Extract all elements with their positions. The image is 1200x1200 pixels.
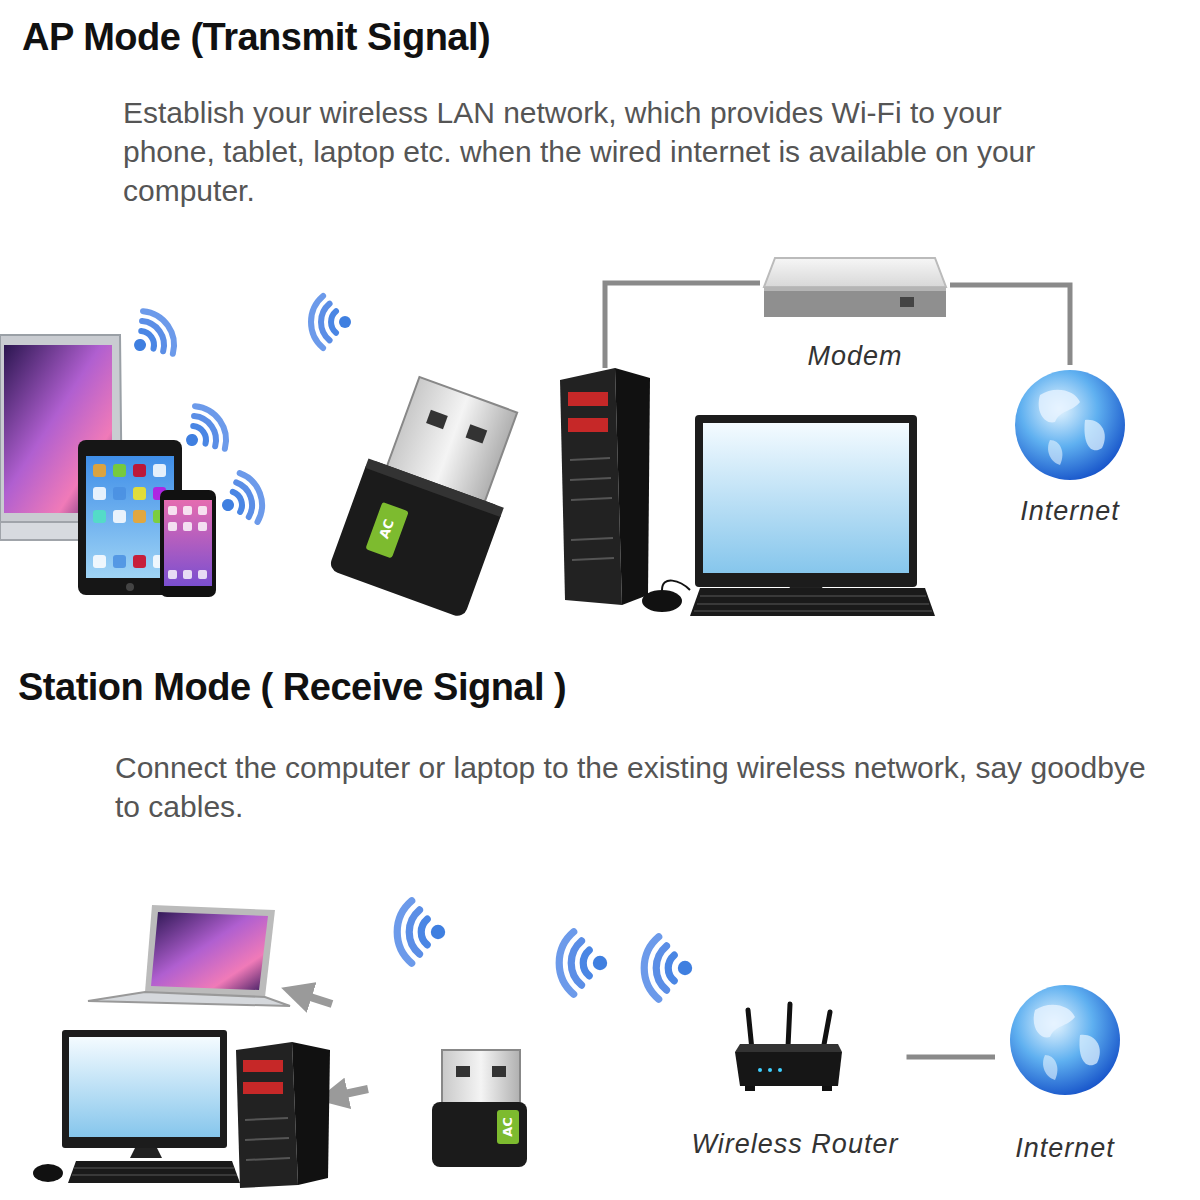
cable-line [950, 285, 1070, 365]
description-text: Establish your wireless LAN network, whi… [123, 93, 1068, 210]
device-node: Internet [1000, 365, 1140, 531]
device-label: Internet [1020, 495, 1120, 527]
section-heading: Station Mode ( Receive Signal ) [18, 664, 566, 710]
device-label: Internet [1015, 1132, 1115, 1164]
device-label: Modem [807, 340, 902, 372]
device-label: Wireless Router [692, 1128, 899, 1160]
description-text: Connect the computer or laptop to the ex… [115, 748, 1165, 826]
device-node: Internet [995, 985, 1135, 1168]
device-node: Wireless Router [684, 1000, 907, 1164]
badge-text: AC [377, 517, 397, 540]
cable-line [907, 1055, 996, 1060]
section-heading: AP Mode (Transmit Signal) [22, 14, 490, 60]
device-node: Modem [760, 250, 950, 376]
badge-text: AC [501, 1117, 515, 1137]
